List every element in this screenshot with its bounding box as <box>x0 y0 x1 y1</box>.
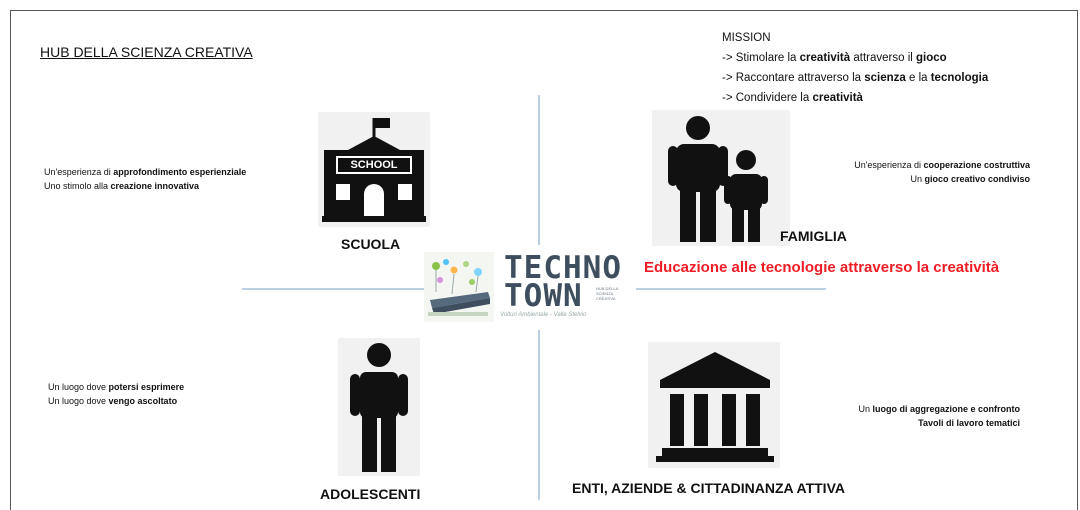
mission-line-3: -> Condividere la creatività <box>722 92 863 104</box>
famiglia-description: Un'esperienza di cooperazione costruttiv… <box>790 158 1030 186</box>
adolescenti-description: Un luogo dove potersi esprimere Un luogo… <box>48 380 184 408</box>
page-title: HUB DELLA SCIENZA CREATIVA <box>40 44 253 60</box>
logo-subtitle: HUB DELLA SCIENZA CREATIVA <box>596 286 619 301</box>
vertical-axis-top <box>538 95 540 245</box>
logo-graphic <box>424 252 494 322</box>
logo-footer: Volturi Ambientale - Valle Stelvio <box>500 312 587 318</box>
technotown-logo: TECHNO TOWN HUB DELLA SCIENZA CREATIVA V… <box>424 250 634 330</box>
famiglia-label: FAMIGLIA <box>780 228 847 244</box>
scuola-line-2: Uno stimolo alla creazione innovativa <box>44 181 200 191</box>
scuola-description: Un'esperienza di approfondimento esperie… <box>44 165 246 193</box>
adolescenti-line-2: Un luogo dove vengo ascoltato <box>48 396 178 406</box>
school-building-icon: SCHOOL <box>322 116 426 224</box>
enti-line-1: Un luogo di aggregazione e confronto <box>858 404 1020 414</box>
famiglia-line-2: Un gioco creativo condiviso <box>910 174 1030 184</box>
institution-building-icon <box>656 348 774 464</box>
famiglia-line-1: Un'esperienza di cooperazione costruttiv… <box>854 160 1030 170</box>
logo-word-town: TOWN <box>504 278 583 314</box>
enti-line-2: Tavoli di lavoro tematici <box>918 418 1020 428</box>
slide-frame <box>10 10 1078 510</box>
scuola-line-1: Un'esperienza di approfondimento esperie… <box>44 167 247 177</box>
school-sign-text: SCHOOL <box>350 159 398 171</box>
horizontal-axis-right <box>636 288 826 290</box>
mission-heading: MISSION <box>722 32 771 44</box>
mission-line-1: -> Stimolare la creatività attraverso il… <box>722 52 947 64</box>
vertical-axis-bottom <box>538 330 540 500</box>
enti-label: ENTI, AZIENDE & CITTADINANZA ATTIVA <box>572 480 845 496</box>
adolescenti-line-1: Un luogo dove potersi esprimere <box>48 382 185 392</box>
adolescenti-label: ADOLESCENTI <box>320 486 421 502</box>
teenager-icon <box>344 342 414 474</box>
scuola-label: SCUOLA <box>341 236 401 252</box>
horizontal-axis-left <box>242 288 426 290</box>
enti-description: Un luogo di aggregazione e confronto Tav… <box>800 402 1020 430</box>
mission-block: MISSION -> Stimolare la creatività attra… <box>722 28 988 108</box>
tagline: Educazione alle tecnologie attraverso la… <box>644 259 1000 276</box>
parent-child-icon <box>664 116 784 244</box>
logo-word-techno: TECHNO <box>504 250 622 286</box>
mission-line-2: -> Raccontare attraverso la scienza e la… <box>722 72 989 84</box>
